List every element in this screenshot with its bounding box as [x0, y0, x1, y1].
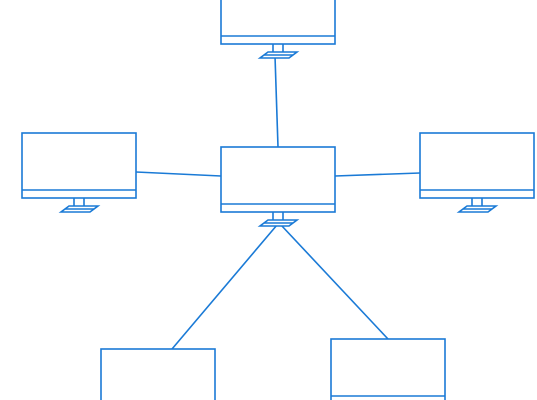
monitor-icon [419, 132, 535, 213]
monitor-icon [330, 338, 446, 400]
connection-line [334, 172, 421, 177]
monitor-screen [419, 132, 535, 199]
connection-line [274, 55, 279, 148]
monitor-screen [220, 146, 336, 213]
connection-line [171, 224, 278, 350]
monitor-icon [21, 132, 137, 213]
monitor-icon [220, 0, 336, 59]
monitor-screen [330, 338, 446, 400]
connection-line [135, 171, 222, 177]
connection-line [280, 224, 389, 340]
monitor-icon [100, 348, 216, 400]
monitor-screen [220, 0, 336, 45]
monitor-screen [100, 348, 216, 400]
nodes [21, 0, 535, 400]
monitor-icon [220, 146, 336, 227]
monitor-screen [21, 132, 137, 199]
connections [135, 55, 421, 350]
